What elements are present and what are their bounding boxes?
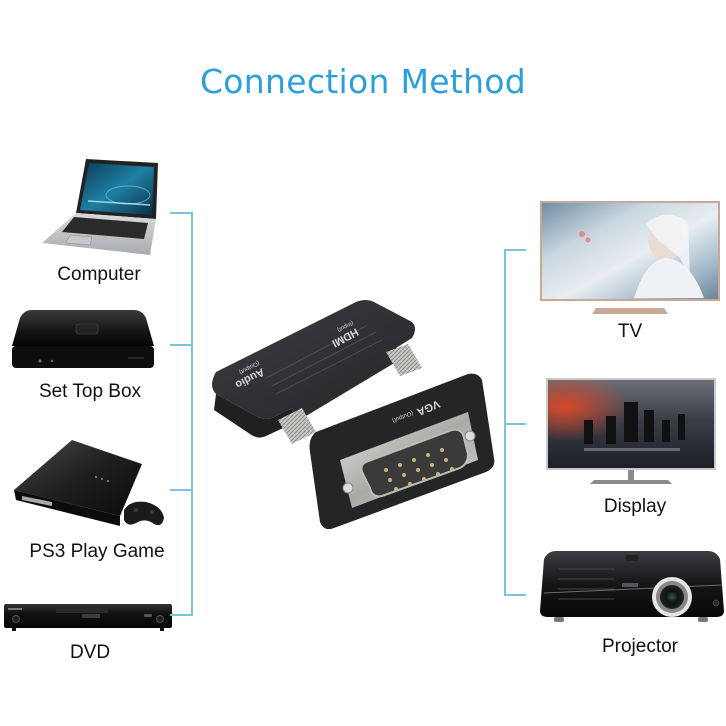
left-bracket-line	[191, 212, 193, 616]
left-bracket-tick-computer	[170, 212, 193, 214]
adapter-illustration: HDMI (Input) Audio (Output) VGA (Output)	[212, 300, 495, 530]
projector-icon	[538, 545, 726, 625]
left-bracket-tick-dvd	[170, 614, 193, 616]
monitor-icon	[544, 376, 718, 488]
dvd-player-icon	[2, 600, 174, 634]
left-bracket-tick-set-top-box	[170, 344, 193, 346]
laptop-icon	[38, 157, 160, 257]
output-label-tv: TV	[617, 321, 643, 342]
hdmi-to-vga-adapter: HDMI (Input) Audio (Output) VGA (Output)	[206, 282, 502, 532]
output-label-projector: Projector	[601, 636, 679, 657]
right-bracket-tick-projector	[504, 594, 526, 596]
source-label-ps3: PS3 Play Game	[29, 541, 165, 562]
tv-icon	[538, 198, 722, 316]
right-bracket-tick-display	[504, 423, 526, 425]
set-top-box-icon	[10, 306, 156, 374]
game-console-icon	[12, 436, 170, 536]
source-label-computer: Computer	[57, 264, 141, 285]
left-bracket-tick-ps3	[170, 489, 193, 491]
source-label-set-top-box: Set Top Box	[38, 381, 142, 402]
right-bracket-line	[504, 249, 506, 596]
page-title: Connection Method	[199, 62, 527, 101]
source-label-dvd: DVD	[69, 642, 111, 663]
output-label-display: Display	[603, 496, 667, 517]
right-bracket-tick-tv	[504, 249, 526, 251]
